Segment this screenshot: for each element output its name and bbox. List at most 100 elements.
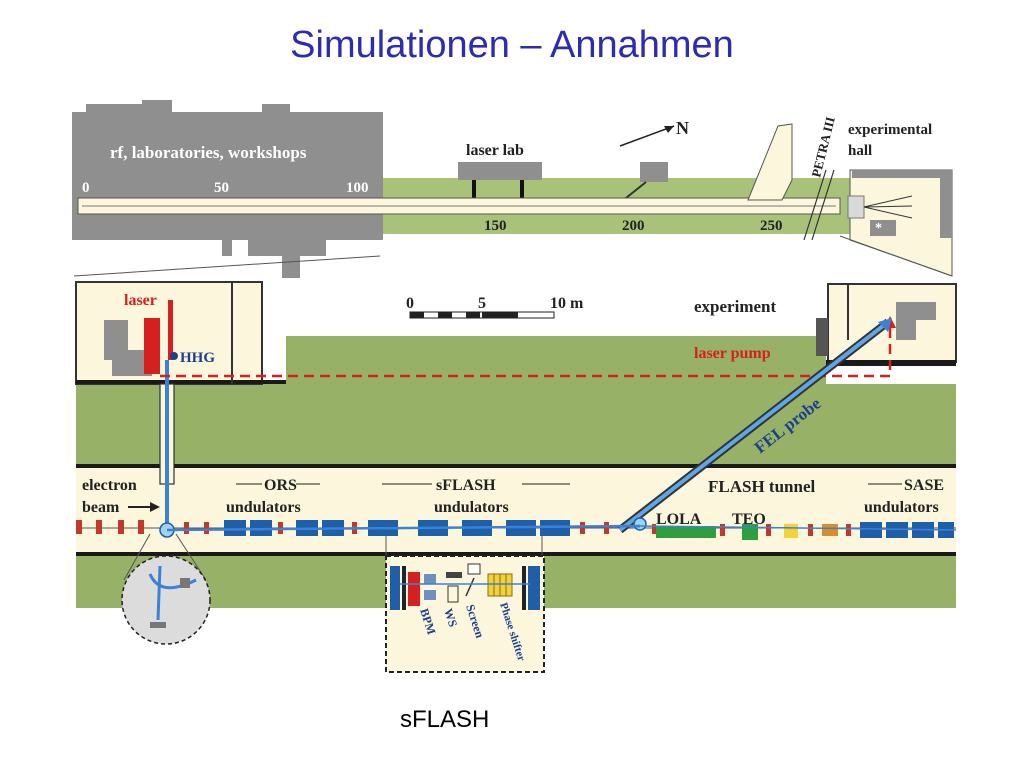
detail-view: laser HHG experiment laser pump FEL prob… [75,281,957,673]
zoom-circle-line [123,533,151,581]
zoom-circle-element [180,578,190,588]
experimental-hall [849,169,953,277]
laser-building-floor [76,380,286,384]
ors-label-line1: ORS [264,477,297,494]
lola-structure [656,526,716,538]
overview-map: * N rf, laboratories, workshops laser la… [72,100,953,278]
inset-bpm [424,590,436,600]
sflash-label-line2: undulators [434,499,509,516]
hall-label-line1: experimental [848,122,932,138]
electron-beam-label-line2: beam [82,499,120,516]
ors-undulator [224,520,246,536]
inset-ws [446,572,462,578]
scale-50: 50 [214,180,229,196]
hhg-label: HHG [180,350,215,366]
north-label: N [676,118,689,138]
hall-star: * [875,221,882,236]
inset-separator [402,566,406,610]
sflash-label-line1: sFLASH [436,477,496,494]
scale-150: 150 [484,218,507,234]
experiment-shielding [816,318,828,356]
zoom-circle [121,555,211,645]
flash-tunnel-label: FLASH tunnel [708,477,815,496]
petra-line [803,169,827,241]
small-building [640,162,668,182]
fel-probe-arrowhead [878,318,892,332]
meter-scale: 0 5 10 m [406,295,584,319]
inset-screen [465,577,475,597]
petra-tunnel [747,123,793,201]
inset-components [390,563,540,610]
zoom-circle-beam [148,573,197,590]
sase-label-line1: SASE [904,477,944,494]
scale-250: 250 [760,218,783,234]
scale-100: 100 [346,180,369,196]
petra-label: PETRA III [808,115,838,179]
laser-lab-building [458,162,542,180]
detail-field-upper [76,384,956,466]
laser-pump-path [160,324,892,378]
meter-scale-0: 0 [406,295,414,312]
hall-label-line2: hall [848,143,872,159]
hall-beamline [863,206,913,219]
laser-pump-label: laser pump [694,345,771,362]
extraction-chamber [633,517,647,531]
petra-line [811,169,835,241]
laser-beam [168,300,173,360]
zoom-circle-element [150,622,166,628]
laser-lab-shaft [520,180,524,200]
zoom-circle-beam [156,565,162,621]
inset-undulator [390,566,400,610]
slide-title: Simulationen – Annahmen [290,24,734,66]
scale-0: 0 [82,180,90,196]
zoom-line-right [839,235,953,277]
experiment-station [896,302,936,340]
north-arrow-head [664,126,674,133]
access-path [625,181,647,199]
diagnostic-element [784,524,798,538]
laser-lab-label: laser lab [466,142,524,159]
detail-field-hill [286,336,826,386]
zoom-line-left [73,255,381,277]
inset-separator [522,566,526,610]
teo-structure [742,524,758,540]
electron-beam-line [639,525,957,531]
hall-beamline [863,195,913,208]
sase-undulator [860,522,882,538]
experiment-label: experiment [694,297,776,316]
meter-scale-10: 10 m [550,295,584,312]
laser-label: laser [124,292,157,309]
diagnostic-element [822,524,838,536]
inset-label-ws: WS [441,607,460,629]
hall-beamline [863,205,913,208]
lola-label: LOLA [656,511,702,528]
sflash-undulator [540,520,570,536]
sase-label-line2: undulators [864,499,939,516]
flash-tunnel-corridor [76,466,956,556]
hall-wall [852,170,952,178]
inset-undulator [528,566,540,610]
ors-label-line2: undulators [226,499,301,516]
inset-bpm [424,574,436,584]
laser-lab-shaft [472,180,476,200]
teo-label: TEO [732,511,766,528]
diagram-caption: sFLASH [400,706,490,733]
fel-probe-beam [618,320,890,532]
building-complex [72,100,383,278]
meter-scale-5: 5 [478,295,486,312]
north-arrow [619,125,675,147]
scale-200: 200 [622,218,645,234]
electron-beam-arrowhead [150,502,160,512]
hhg-point [170,352,178,360]
building-label: rf, laboratories, workshops [110,143,307,162]
inset-ws-frame [447,585,459,603]
electron-beam-label-line1: electron [82,477,137,494]
laser-source [144,318,160,374]
hall-block [870,220,896,236]
hall-wall [940,178,952,238]
inset-screen-camera [467,563,481,575]
electron-beam-line [166,524,641,532]
inset-quadrupole [408,572,420,606]
hall-entrance [847,195,865,219]
